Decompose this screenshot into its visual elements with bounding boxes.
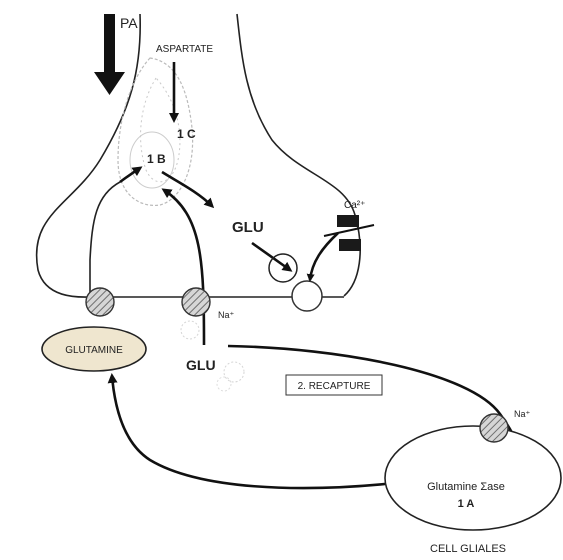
glial-cells-label: CELL GLIALES [430, 543, 506, 555]
glutamine-transporter [85, 287, 115, 317]
glu-reuptake-arrow [161, 188, 206, 346]
sodium-glial-label: Na⁺ [514, 409, 531, 419]
glial-glutamate-transporter [479, 413, 509, 443]
vesicular-transporter [268, 253, 298, 283]
glu-synaptic-label: GLU [186, 357, 216, 373]
synthesis-to-glu-arrow [161, 170, 215, 209]
recapture-box [285, 374, 383, 396]
action-potential-arrow [94, 14, 125, 95]
step-1c-label: 1 C [177, 127, 196, 141]
glial-cell [384, 425, 562, 531]
synaptic-glutamate-cloud [180, 320, 245, 392]
sodium-presynaptic-label: Na⁺ [218, 310, 235, 320]
glu-to-vesicle-arrow [251, 241, 293, 272]
glu-presynaptic-label: GLU [232, 219, 264, 236]
aspartate-label: ASPARTATE [156, 44, 213, 55]
glutamine-uptake-loop [89, 181, 121, 297]
step-1a-label: 1 A [458, 498, 475, 510]
glutamine-synthase-label: Glutamine Σase [427, 481, 505, 493]
glutamine-to-1b-arrow [119, 166, 143, 184]
calcium-influx-arrow [306, 232, 339, 282]
calcium-channel [323, 215, 375, 251]
presynaptic-membrane-right [236, 13, 361, 297]
step-1b-label: 1 B [147, 152, 166, 166]
recapture-label: 2. RECAPTURE [298, 381, 371, 392]
synaptic-vesicle [291, 280, 323, 312]
calcium-label: Ca²⁺ [344, 200, 365, 211]
aspartate-compartment [117, 57, 194, 206]
pa-label: PA [120, 15, 138, 31]
glutamate-transporter-neuronal [181, 287, 211, 317]
glutamine-pool [41, 326, 147, 372]
glutamine-label: GLUTAMINE [65, 345, 123, 356]
presynaptic-membrane-outline [35, 13, 142, 298]
glial-to-glutamine-arrow [107, 373, 386, 490]
